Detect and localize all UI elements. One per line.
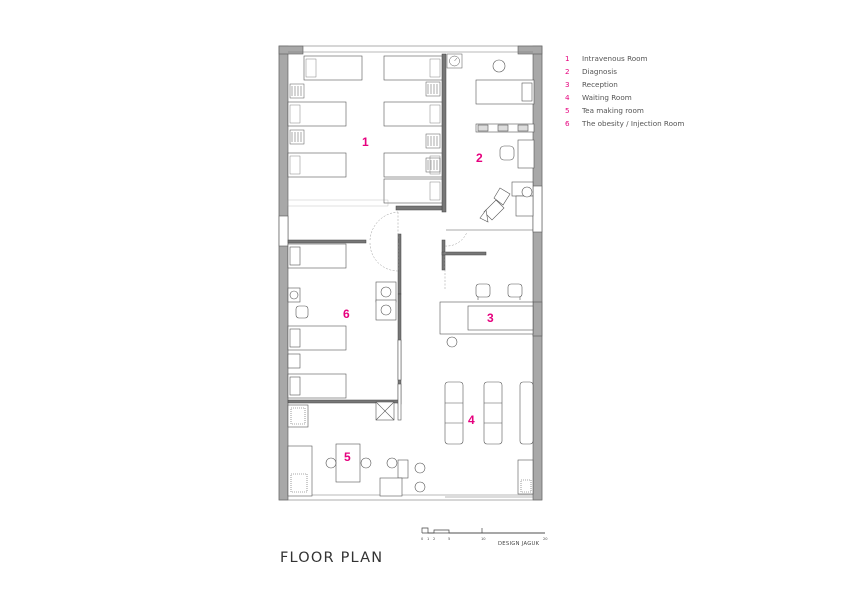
room-legend: 1 Intravenous Room 2 Diagnosis 3 Recepti… [565, 52, 684, 130]
room3-reception [439, 283, 534, 348]
room1-partition-line [287, 199, 389, 207]
legend-label: Tea making room [582, 106, 644, 115]
scale-tick-5: 5 [448, 537, 450, 541]
room-number-labels: 1 2 3 4 5 6 [343, 135, 494, 464]
door-swings [369, 211, 468, 290]
scale-tick-1: 1 [427, 537, 429, 541]
room1-beds [287, 55, 443, 204]
room5-furniture [287, 401, 426, 497]
legend-item: 6 The obesity / Injection Room [565, 117, 684, 130]
room-label-6: 6 [343, 307, 350, 321]
legend-label: Reception [582, 80, 618, 89]
scale-tick-2: 2 [433, 537, 435, 541]
room-label-1: 1 [362, 135, 369, 149]
scale-tick-10: 10 [481, 537, 486, 541]
room-label-3: 3 [487, 311, 494, 325]
legend-item: 4 Waiting Room [565, 91, 684, 104]
legend-number: 2 [565, 67, 570, 76]
scale-ticks: 0 1 2 5 10 20 [421, 537, 548, 541]
legend-label: The obesity / Injection Room [582, 119, 685, 128]
legend-number: 5 [565, 106, 570, 115]
room2-furniture [446, 59, 535, 231]
room-label-4: 4 [468, 413, 475, 427]
legend-item: 3 Reception [565, 78, 684, 91]
legend-item: 5 Tea making room [565, 104, 684, 117]
legend-number: 4 [565, 93, 570, 102]
room-label-2: 2 [476, 151, 483, 165]
legend-label: Diagnosis [582, 67, 617, 76]
room4-benches [397, 339, 534, 495]
examination-chair [479, 187, 511, 223]
room1-drip-stands [289, 81, 441, 173]
legend-number: 3 [565, 80, 570, 89]
room6-furniture [287, 243, 397, 399]
legend-number: 6 [565, 119, 570, 128]
design-credit: DESIGN JAGUK [498, 541, 540, 547]
scale-bar [421, 527, 545, 534]
scale-tick-20: 20 [543, 537, 548, 541]
legend-label: Waiting Room [582, 93, 632, 102]
page-title: FLOOR PLAN [280, 550, 384, 566]
legend-item: 2 Diagnosis [565, 65, 684, 78]
legend-item: 1 Intravenous Room [565, 52, 684, 65]
room-label-5: 5 [344, 450, 351, 464]
scale-tick-0: 0 [421, 537, 424, 541]
legend-label: Intravenous Room [582, 54, 648, 63]
exterior-outline [278, 45, 543, 501]
legend-number: 1 [565, 54, 570, 63]
clock-icon [446, 53, 463, 69]
